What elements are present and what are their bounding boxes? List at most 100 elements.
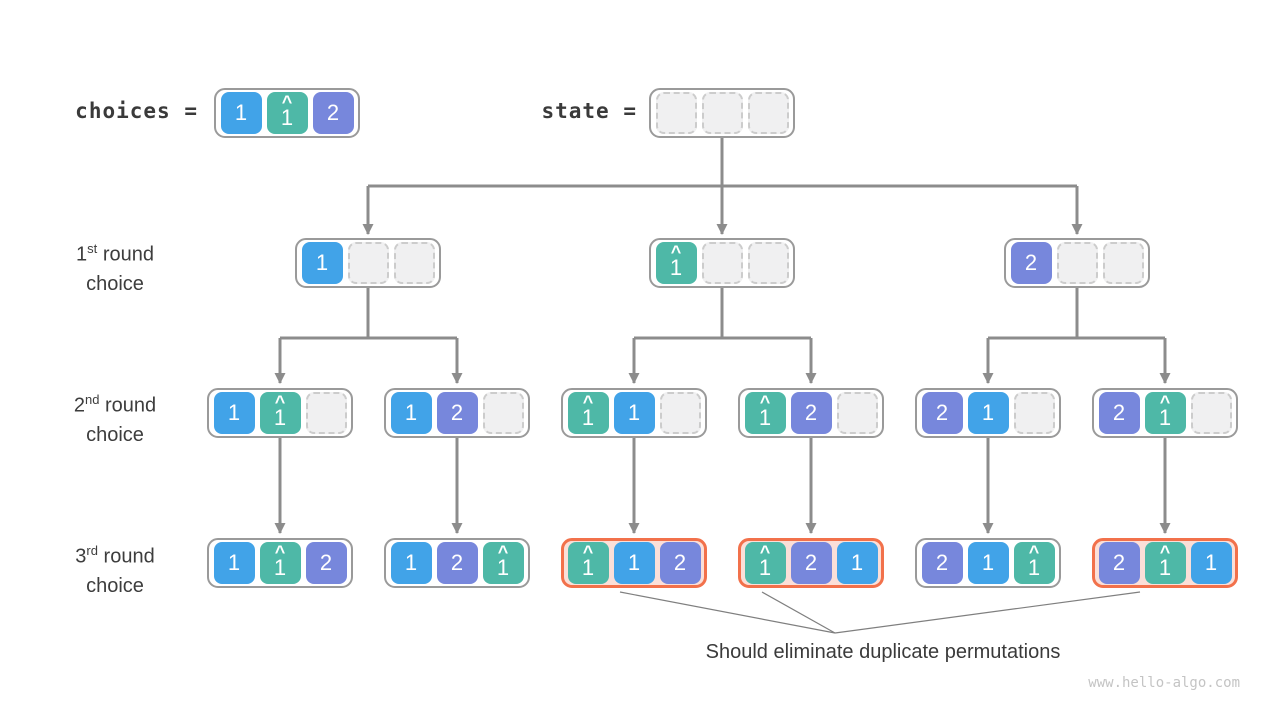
hat-accent: ^ xyxy=(1159,541,1171,562)
empty-cell xyxy=(701,92,743,134)
duplicate-annotation: Should eliminate duplicate permutations xyxy=(705,641,1061,663)
empty-cell xyxy=(482,392,524,434)
cell-1-hat: ^1 xyxy=(1144,541,1186,584)
cell-value: 2 xyxy=(450,400,464,425)
connector-branch xyxy=(634,288,811,340)
cell-2: 2 xyxy=(436,542,478,584)
cell-value: 2 xyxy=(804,550,818,575)
cell-1: 1 xyxy=(301,242,343,284)
level1-node: 2 xyxy=(1004,238,1150,288)
hat-accent: ^ xyxy=(1159,391,1171,412)
empty-cell xyxy=(393,242,435,284)
cell-2: 2 xyxy=(921,542,963,584)
cell-2: 2 xyxy=(1098,392,1140,434)
cell-value: 1 xyxy=(273,554,287,580)
cell-value: 1 xyxy=(273,404,287,430)
cell-2: 2 xyxy=(1010,242,1052,284)
ordinal-suffix: st xyxy=(87,241,98,256)
level2-node: 2 ^1 xyxy=(1092,388,1238,438)
hat-accent: ^ xyxy=(274,391,286,412)
cell-value: 1 xyxy=(496,554,510,580)
cell-1: 1 xyxy=(613,542,655,584)
state-label-text: state xyxy=(541,99,610,123)
cell-1: 1 xyxy=(967,392,1009,434)
cell-value: 2 xyxy=(1112,400,1126,425)
hat-accent: ^ xyxy=(670,241,682,262)
empty-cell xyxy=(655,92,697,134)
cell-value: 1 xyxy=(1158,554,1172,580)
cell-2: 2 xyxy=(659,542,701,584)
empty-cell xyxy=(1190,392,1232,434)
empty-cell xyxy=(1102,242,1144,284)
cell-1-hat: ^1 xyxy=(567,541,609,584)
cell-2: 2 xyxy=(436,392,478,434)
cell-1: 1 xyxy=(390,392,432,434)
connector-branch xyxy=(280,288,457,340)
cell-1: 1 xyxy=(213,542,255,584)
cell-1-hat: ^1 xyxy=(482,541,524,584)
hat-accent: ^ xyxy=(497,541,509,562)
cell-1-hat: ^1 xyxy=(744,391,786,434)
hat-accent: ^ xyxy=(281,91,293,112)
cell-value: 1 xyxy=(280,104,294,130)
hat-accent: ^ xyxy=(759,391,771,412)
cell-value: 2 xyxy=(935,400,949,425)
level1-node: 1 xyxy=(295,238,441,288)
level2-node: 1^1 xyxy=(207,388,353,438)
cell-value: 2 xyxy=(804,400,818,425)
state-equals-sign: = xyxy=(623,99,637,123)
cell-1: 1 xyxy=(967,542,1009,584)
level3-node-duplicate: ^1 2 1 xyxy=(738,538,884,588)
empty-cell xyxy=(1013,392,1055,434)
cell-1-hat: ^1 xyxy=(259,541,301,584)
level1-node: ^1 xyxy=(649,238,795,288)
empty-cell xyxy=(347,242,389,284)
state-label: state = xyxy=(479,99,637,123)
hat-accent: ^ xyxy=(274,541,286,562)
cell-value: 1 xyxy=(669,254,683,280)
cell-2: 2 xyxy=(312,92,354,134)
empty-cell xyxy=(747,242,789,284)
hat-accent: ^ xyxy=(759,541,771,562)
cell-1-hat: ^1 xyxy=(567,391,609,434)
cell-1-hat: ^1 xyxy=(1144,391,1186,434)
cell-value: 2 xyxy=(450,550,464,575)
cell-1-hat: ^1 xyxy=(655,241,697,284)
hat-accent: ^ xyxy=(582,541,594,562)
cell-value: 1 xyxy=(758,404,772,430)
cell-1: 1 xyxy=(836,542,878,584)
cell-1-hat: ^1 xyxy=(259,391,301,434)
cell-1-hat: ^1 xyxy=(1013,541,1055,584)
empty-cell xyxy=(659,392,701,434)
level3-node: 1 2 ^1 xyxy=(384,538,530,588)
cell-value: 1 xyxy=(234,100,248,125)
cell-value: 1 xyxy=(850,550,864,575)
cell-value: 1 xyxy=(627,550,641,575)
cell-2: 2 xyxy=(921,392,963,434)
cell-value: 2 xyxy=(326,100,340,125)
level2-node: ^1 2 xyxy=(738,388,884,438)
hat-accent: ^ xyxy=(582,391,594,412)
cell-value: 2 xyxy=(935,550,949,575)
empty-cell xyxy=(1056,242,1098,284)
cell-value: 2 xyxy=(1024,250,1038,275)
ordinal-suffix: rd xyxy=(86,543,98,558)
empty-cell xyxy=(701,242,743,284)
cell-value: 1 xyxy=(627,400,641,425)
cell-value: 2 xyxy=(1112,550,1126,575)
choices-label-text: choices xyxy=(75,99,171,123)
cell-value: 1 xyxy=(227,550,241,575)
hat-accent: ^ xyxy=(1028,541,1040,562)
cell-value: 1 xyxy=(581,554,595,580)
cell-1-hat: ^1 xyxy=(744,541,786,584)
callout-line xyxy=(761,591,836,634)
